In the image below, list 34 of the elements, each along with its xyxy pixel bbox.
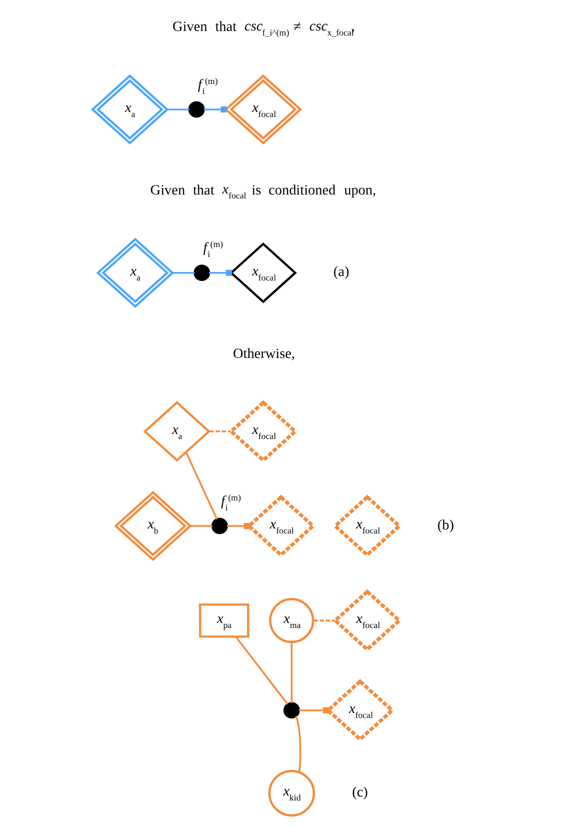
node-circle [193,264,210,282]
connector [298,707,328,714]
node-diamond: x$_{a}$ [142,401,210,462]
connector [166,108,189,110]
connector [290,642,292,703]
node-circle [188,101,204,118]
connector [294,716,301,773]
label: Given that x$_{focal}$ is conditioned upon, [150,182,376,201]
label: Otherwise, [232,346,294,362]
connector [172,272,194,274]
node-diamond: x$_{focal}$ [229,242,296,304]
connector [208,430,230,432]
node-diamond: x$_{focal}$ [332,494,402,558]
node-circle [282,702,300,719]
node-diamond: x$_{b}$ [114,490,192,562]
label: (c) [352,784,368,801]
connector [190,525,212,527]
label: (a) [332,264,349,280]
node-diamond: x$_{focal}$ [332,589,402,652]
node-circle [210,518,228,534]
node-circle: x$_{ma}$ [268,598,314,644]
node-diamond: x$_{a}$ [96,238,174,308]
label: Given that csc$_{f_i^(m)}$ ≠ csc$_{x_focal}$, [172,18,354,38]
node-diamond: x$_{focal}$ [228,400,298,463]
node-diamond: x$_{a}$ [90,74,168,145]
connector [208,270,232,276]
node-circle: x$_{kid}$ [268,770,314,817]
connector [234,636,288,705]
node-box: x$_{pa}$ [198,603,249,638]
connector [184,452,218,520]
label: (b) [436,517,454,534]
connector [203,106,226,112]
connector [312,620,335,622]
connector [226,522,250,529]
